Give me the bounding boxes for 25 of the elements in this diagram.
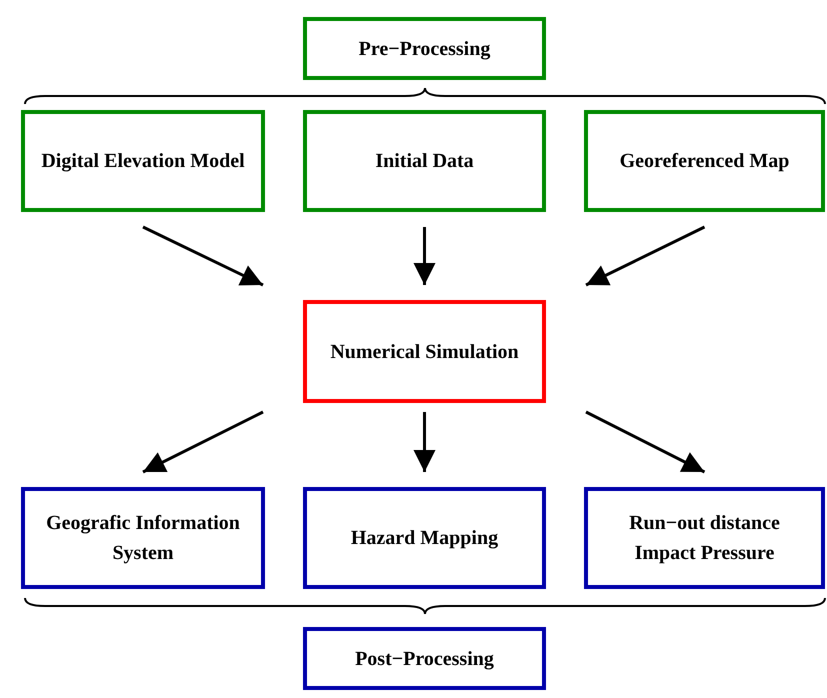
process-box xyxy=(303,487,546,589)
arrow xyxy=(142,226,264,286)
box-label: Numerical Simulation xyxy=(329,340,520,364)
arrow xyxy=(585,410,706,474)
box-label: Run−out distance xyxy=(628,511,781,536)
process-box xyxy=(21,487,265,589)
box-label: Georeferenced Map xyxy=(618,149,790,174)
box-label: Digital Elevation Model xyxy=(40,149,246,174)
process-box xyxy=(303,300,546,403)
process-box xyxy=(21,110,265,212)
process-box xyxy=(303,627,546,690)
box-label: Post−Processing xyxy=(354,646,495,672)
arrow xyxy=(414,227,436,285)
process-box xyxy=(303,110,546,212)
arrow xyxy=(142,410,264,474)
process-box xyxy=(303,17,546,80)
arrow xyxy=(585,226,706,286)
box-label: Initial Data xyxy=(374,149,475,174)
box-label: Hazard Mapping xyxy=(350,526,500,551)
arrow xyxy=(414,412,436,472)
process-box xyxy=(584,487,825,589)
box-label: Geografic Information System xyxy=(45,511,241,566)
box-label: Pre−Processing xyxy=(358,36,492,62)
box-label: Impact Pressure xyxy=(634,541,776,566)
process-box xyxy=(584,110,825,212)
